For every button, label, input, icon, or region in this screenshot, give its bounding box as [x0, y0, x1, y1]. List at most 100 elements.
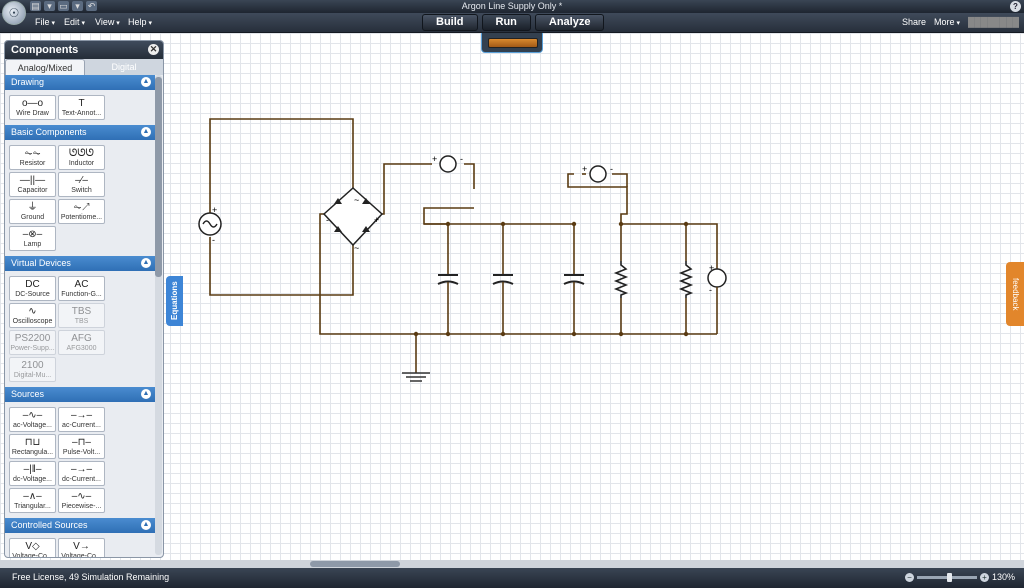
diode-icon[interactable]: [362, 226, 370, 232]
capacitor-plate[interactable]: [437, 280, 459, 285]
wire-junction[interactable]: [571, 331, 577, 337]
polarity-sign[interactable]: -: [212, 235, 215, 245]
open-folder-icon[interactable]: ▭: [58, 1, 69, 11]
collapse-icon[interactable]: ▲: [141, 127, 151, 137]
user-name[interactable]: ████████: [968, 17, 1020, 27]
menu-edit[interactable]: Edit: [64, 17, 85, 27]
capacitor-c1[interactable]: [492, 261, 514, 298]
component-item[interactable]: —||—Capacitor: [9, 172, 56, 197]
diode-icon[interactable]: [334, 226, 342, 232]
undo-icon[interactable]: ↶: [86, 1, 97, 11]
ammeter-circle[interactable]: [589, 165, 607, 183]
component-item[interactable]: –∧–Triangular...: [9, 488, 56, 513]
circuit-schematic[interactable]: +-~~+-+-+-+-: [0, 33, 1024, 560]
wire-junction[interactable]: [445, 221, 451, 227]
run-button[interactable]: Run: [481, 14, 531, 31]
component-item[interactable]: –∿–Piecewise-...: [58, 488, 105, 513]
diode-icon[interactable]: [334, 198, 342, 204]
component-item[interactable]: V→Voltage-Co...: [58, 538, 105, 557]
tab-analog-mixed[interactable]: Analog/Mixed: [5, 59, 85, 75]
polarity-sign[interactable]: +: [582, 164, 587, 174]
component-item[interactable]: –⊓–Pulse-Volt...: [58, 434, 105, 459]
wire[interactable]: [612, 173, 628, 187]
canvas-scroll-thumb[interactable]: [310, 561, 400, 567]
wire[interactable]: [423, 207, 575, 261]
component-item[interactable]: –|‖–dc-Voltage...: [9, 461, 56, 486]
dropdown-icon[interactable]: ▾: [72, 1, 83, 11]
wire[interactable]: [621, 223, 718, 261]
category-header[interactable]: Virtual Devices▲: [5, 256, 155, 271]
component-item[interactable]: –→–dc-Current...: [58, 461, 105, 486]
ammeter-circle[interactable]: [439, 155, 457, 173]
app-logo-icon[interactable]: ☉: [2, 1, 26, 25]
zoom-slider-handle[interactable]: [947, 572, 952, 582]
polarity-sign[interactable]: -: [709, 285, 712, 295]
resistor-zigzag[interactable]: [613, 261, 629, 298]
polarity-sign[interactable]: ~: [354, 243, 359, 253]
zoom-in-icon[interactable]: +: [980, 572, 989, 582]
component-item[interactable]: –⊗–Lamp: [9, 226, 56, 251]
component-item[interactable]: –⁄–Switch: [58, 172, 105, 197]
analyze-button[interactable]: Analyze: [534, 14, 605, 31]
wire[interactable]: [382, 163, 432, 215]
zoom-out-icon[interactable]: −: [905, 572, 914, 582]
wire-junction[interactable]: [683, 331, 689, 337]
collapse-icon[interactable]: ▲: [141, 389, 151, 399]
wire[interactable]: [209, 118, 354, 213]
resistor-zigzag[interactable]: [678, 261, 694, 298]
wire[interactable]: [319, 213, 717, 335]
tab-digital[interactable]: Digital: [111, 62, 137, 72]
wire[interactable]: [424, 223, 449, 261]
component-item[interactable]: ⊓⊔Rectangula...: [9, 434, 56, 459]
menu-file[interactable]: File: [35, 17, 55, 27]
panel-scroll-thumb[interactable]: [155, 77, 162, 277]
ac-voltage-source-vac0[interactable]: [198, 212, 222, 236]
polarity-sign[interactable]: +: [374, 215, 379, 225]
share-button[interactable]: Share: [902, 17, 927, 27]
component-item[interactable]: ∿Oscilloscope: [9, 303, 56, 328]
help-icon[interactable]: ?: [1010, 1, 1021, 12]
feedback-tab[interactable]: feedback: [1006, 262, 1024, 326]
wire-junction[interactable]: [618, 331, 624, 337]
polarity-sign[interactable]: +: [432, 154, 437, 164]
wire-junction[interactable]: [683, 221, 689, 227]
component-item[interactable]: V◇Voltage-Co...: [9, 538, 56, 557]
menu-view[interactable]: View: [95, 17, 120, 27]
component-item[interactable]: ⏦↗Potentiome...: [58, 199, 105, 224]
wire-junction[interactable]: [571, 221, 577, 227]
component-item[interactable]: –→–ac-Current...: [58, 407, 105, 432]
wire[interactable]: [464, 163, 475, 189]
component-item[interactable]: ⏚Ground: [9, 199, 56, 224]
wire-junction[interactable]: [500, 331, 506, 337]
ground-symbol[interactable]: [402, 372, 430, 382]
zoom-slider[interactable]: [917, 572, 977, 582]
panel-scrollbar[interactable]: [155, 75, 162, 555]
sine-icon[interactable]: [202, 220, 218, 228]
capacitor-c0[interactable]: [437, 261, 459, 298]
diode-icon[interactable]: [362, 198, 370, 204]
category-header[interactable]: Drawing▲: [5, 75, 155, 90]
category-header[interactable]: Sources▲: [5, 387, 155, 402]
collapse-icon[interactable]: ▲: [141, 77, 151, 87]
capacitor-plate[interactable]: [492, 280, 514, 285]
wire-junction[interactable]: [413, 331, 419, 337]
wire-junction[interactable]: [618, 221, 624, 227]
wire-junction[interactable]: [445, 331, 451, 337]
collapse-icon[interactable]: ▲: [141, 520, 151, 530]
collapse-icon[interactable]: ▲: [141, 258, 151, 268]
polarity-sign[interactable]: +: [212, 205, 217, 215]
capacitor-plate[interactable]: [563, 280, 585, 285]
component-item[interactable]: –∿–ac-Voltage...: [9, 407, 56, 432]
close-icon[interactable]: ✕: [148, 44, 159, 55]
polarity-sign[interactable]: -: [610, 164, 613, 174]
polarity-sign[interactable]: -: [326, 215, 329, 225]
canvas-horizontal-scrollbar[interactable]: [0, 560, 1024, 568]
resistor-r1[interactable]: [613, 261, 629, 298]
simulate-resistor-icon[interactable]: [488, 38, 538, 48]
voltmeter-vmeter0[interactable]: [707, 261, 727, 295]
equations-tab[interactable]: Equations: [166, 276, 183, 326]
